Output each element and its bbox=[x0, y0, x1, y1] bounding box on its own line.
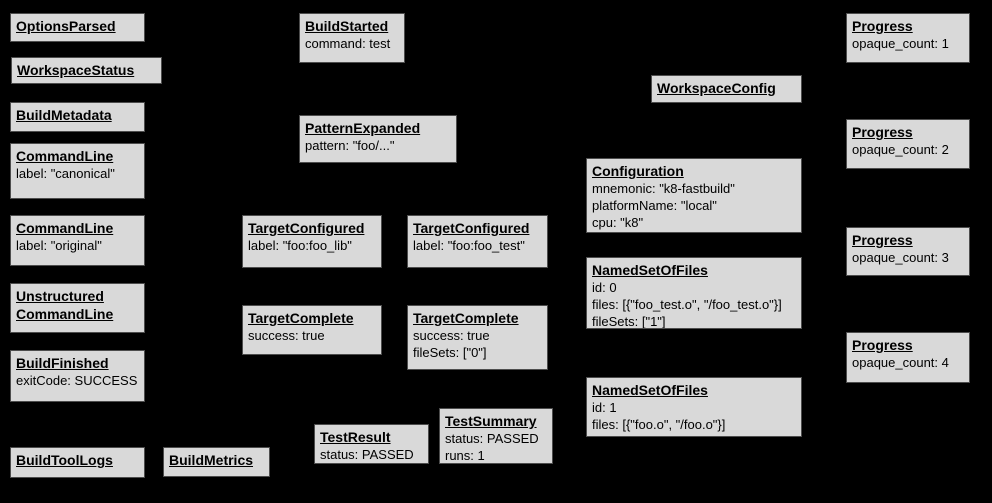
node-field: opaque_count: 3 bbox=[852, 250, 949, 265]
node-title: TargetComplete bbox=[413, 310, 519, 326]
node-field: opaque_count: 1 bbox=[852, 36, 949, 51]
node-named-set-of-files-0: NamedSetOfFiles id: 0 files: [{"foo_test… bbox=[586, 257, 802, 329]
node-test-result: TestResult status: PASSED bbox=[314, 424, 429, 464]
node-title: Progress bbox=[852, 124, 913, 140]
node-workspace-status: WorkspaceStatus bbox=[11, 57, 162, 84]
node-title: OptionsParsed bbox=[16, 18, 116, 34]
node-field: cpu: "k8" bbox=[592, 215, 644, 230]
node-field: label: "original" bbox=[16, 238, 102, 253]
node-build-tool-logs: BuildToolLogs bbox=[10, 447, 145, 478]
node-workspace-config: WorkspaceConfig bbox=[651, 75, 802, 103]
node-progress-2: Progress opaque_count: 2 bbox=[846, 119, 970, 169]
node-named-set-of-files-1: NamedSetOfFiles id: 1 files: [{"foo.o", … bbox=[586, 377, 802, 437]
node-field: id: 1 bbox=[592, 400, 617, 415]
node-progress-4: Progress opaque_count: 4 bbox=[846, 332, 970, 383]
node-configuration: Configuration mnemonic: "k8-fastbuild" p… bbox=[586, 158, 802, 233]
node-build-metrics: BuildMetrics bbox=[163, 447, 270, 477]
node-build-metadata: BuildMetadata bbox=[10, 102, 145, 132]
node-field: command: test bbox=[305, 36, 391, 51]
node-title: NamedSetOfFiles bbox=[592, 382, 708, 398]
node-field: files: [{"foo.o", "/foo.o"}] bbox=[592, 417, 726, 432]
node-build-started: BuildStarted command: test bbox=[299, 13, 405, 63]
node-target-complete-foo-test: TargetComplete success: true fileSets: [… bbox=[407, 305, 548, 370]
node-title: TargetConfigured bbox=[248, 220, 365, 236]
node-unstructured-command-line: Unstructured CommandLine bbox=[10, 283, 145, 333]
node-title: BuildToolLogs bbox=[16, 452, 113, 468]
node-title: Configuration bbox=[592, 163, 684, 179]
node-title: WorkspaceConfig bbox=[657, 80, 776, 96]
node-field: exitCode: SUCCESS bbox=[16, 373, 138, 388]
node-title: BuildStarted bbox=[305, 18, 389, 34]
node-title: CommandLine bbox=[16, 220, 114, 236]
node-progress-1: Progress opaque_count: 1 bbox=[846, 13, 970, 63]
node-field: success: true bbox=[413, 328, 490, 343]
node-target-configured-foo-test: TargetConfigured label: "foo:foo_test" bbox=[407, 215, 548, 268]
node-title: PatternExpanded bbox=[305, 120, 421, 136]
node-field: pattern: "foo/..." bbox=[305, 138, 395, 153]
node-field: label: "foo:foo_test" bbox=[413, 238, 525, 253]
node-title: Progress bbox=[852, 18, 913, 34]
node-field: fileSets: ["1"] bbox=[592, 314, 666, 329]
node-target-complete-foo-lib: TargetComplete success: true bbox=[242, 305, 382, 355]
node-test-summary: TestSummary status: PASSED runs: 1 bbox=[439, 408, 553, 464]
node-field: status: PASSED bbox=[445, 431, 539, 446]
node-command-line-canonical: CommandLine label: "canonical" bbox=[10, 143, 145, 199]
node-field: platformName: "local" bbox=[592, 198, 717, 213]
node-field: runs: 1 bbox=[445, 448, 485, 463]
node-field: success: true bbox=[248, 328, 325, 343]
node-title: TestSummary bbox=[445, 413, 537, 429]
node-field: opaque_count: 2 bbox=[852, 142, 949, 157]
node-title: TestResult bbox=[320, 429, 391, 445]
node-title: TargetConfigured bbox=[413, 220, 530, 236]
node-field: id: 0 bbox=[592, 280, 617, 295]
node-progress-3: Progress opaque_count: 3 bbox=[846, 227, 970, 276]
node-title: Progress bbox=[852, 232, 913, 248]
node-title: Unstructured CommandLine bbox=[16, 288, 114, 322]
node-field: label: "foo:foo_lib" bbox=[248, 238, 352, 253]
node-title: Progress bbox=[852, 337, 913, 353]
node-field: status: PASSED bbox=[320, 447, 414, 462]
node-title: WorkspaceStatus bbox=[17, 62, 135, 78]
node-build-finished: BuildFinished exitCode: SUCCESS bbox=[10, 350, 145, 402]
node-field: mnemonic: "k8-fastbuild" bbox=[592, 181, 735, 196]
node-pattern-expanded: PatternExpanded pattern: "foo/..." bbox=[299, 115, 457, 163]
node-title: NamedSetOfFiles bbox=[592, 262, 708, 278]
node-field: fileSets: ["0"] bbox=[413, 345, 487, 360]
node-title: BuildMetadata bbox=[16, 107, 112, 123]
node-title: BuildMetrics bbox=[169, 452, 254, 468]
node-target-configured-foo-lib: TargetConfigured label: "foo:foo_lib" bbox=[242, 215, 382, 268]
node-command-line-original: CommandLine label: "original" bbox=[10, 215, 145, 266]
node-field: label: "canonical" bbox=[16, 166, 115, 181]
node-title: TargetComplete bbox=[248, 310, 354, 326]
node-field: opaque_count: 4 bbox=[852, 355, 949, 370]
node-title: BuildFinished bbox=[16, 355, 109, 371]
node-title: CommandLine bbox=[16, 148, 114, 164]
node-field: files: [{"foo_test.o", "/foo_test.o"}] bbox=[592, 297, 782, 312]
node-options-parsed: OptionsParsed bbox=[10, 13, 145, 42]
